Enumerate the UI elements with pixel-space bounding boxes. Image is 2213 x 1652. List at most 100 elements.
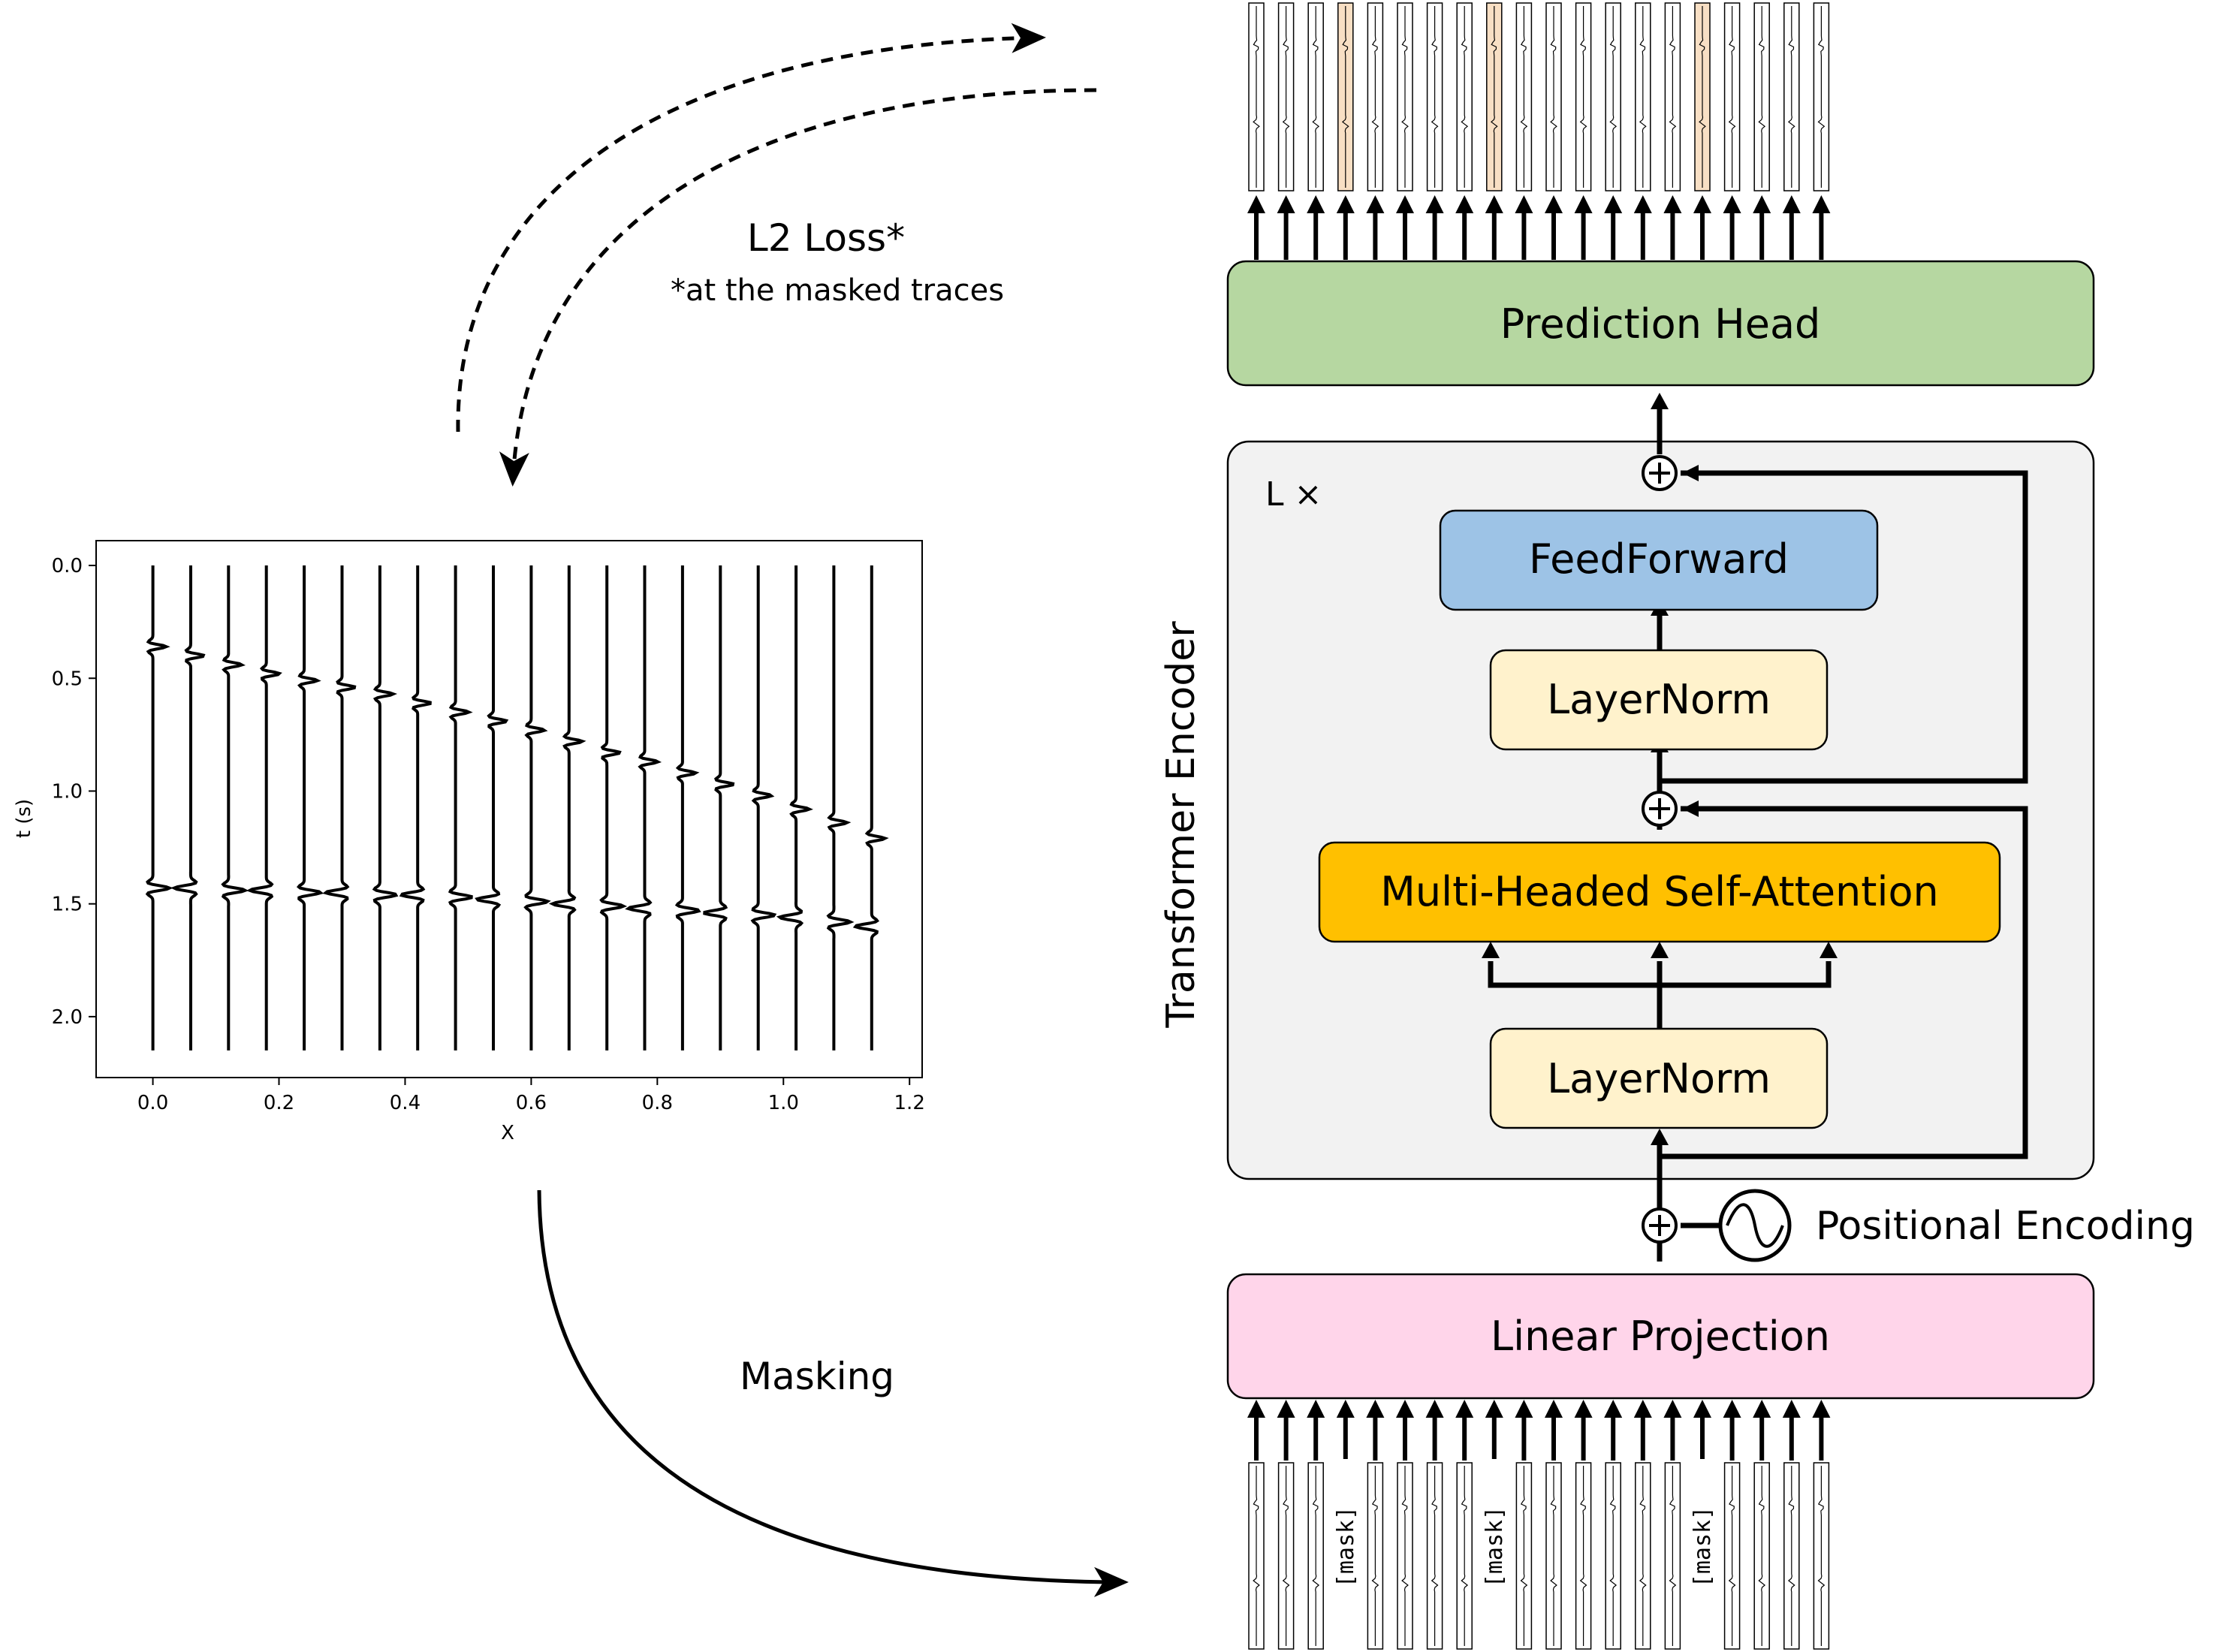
trace-token-wiggle xyxy=(1579,6,1587,188)
trace-token-wiggle xyxy=(1371,6,1379,188)
attention-label: Multi-Headed Self-Attention xyxy=(1380,868,1938,915)
trace-token-wiggle xyxy=(1758,6,1766,188)
seismic-trace xyxy=(221,565,249,1051)
trace-token-wiggle xyxy=(1550,6,1557,188)
output-arrowhead xyxy=(1277,195,1295,213)
trace-token-wiggle xyxy=(1669,1466,1677,1646)
encoder-label: Transformer Encoder xyxy=(1159,621,1204,1029)
seismic-trace xyxy=(826,565,855,1051)
input-arrowhead xyxy=(1574,1400,1593,1418)
positional-encoding: Positional Encoding xyxy=(1718,1189,2195,1262)
trace-token-wiggle xyxy=(1282,1466,1290,1646)
trace-token-wiggle xyxy=(1431,1466,1439,1646)
output-arrowhead xyxy=(1307,195,1325,213)
y-tick-label: 1.0 xyxy=(52,780,83,803)
trace-token-wiggle xyxy=(1461,6,1469,188)
output-arrowhead xyxy=(1485,195,1503,213)
input-arrowhead xyxy=(1693,1400,1711,1418)
input-arrowhead xyxy=(1633,1400,1652,1418)
trace-token-wiggle xyxy=(1787,6,1795,188)
output-arrowhead xyxy=(1812,195,1831,213)
output-arrowhead xyxy=(1336,195,1355,213)
input-arrowhead xyxy=(1545,1400,1563,1418)
x-tick-label: 0.8 xyxy=(642,1092,673,1114)
x-tick-label: 1.0 xyxy=(768,1092,799,1114)
output-arrowhead xyxy=(1396,195,1414,213)
trace-token-wiggle xyxy=(1461,1466,1469,1646)
input-arrowhead xyxy=(1663,1400,1682,1418)
output-arrowhead xyxy=(1574,195,1593,213)
output-arrowhead xyxy=(1782,195,1801,213)
trace-token-wiggle xyxy=(1550,1466,1557,1646)
trace-token-wiggle xyxy=(1490,6,1498,188)
trace-token-wiggle xyxy=(1728,1466,1736,1646)
trace-token-wiggle xyxy=(1609,6,1618,188)
trace-token-wiggle xyxy=(1787,1466,1795,1646)
masking-arrow xyxy=(537,1189,1129,1597)
input-trace-tokens: [mask][mask][mask] xyxy=(1247,1400,1831,1650)
trace-token-wiggle xyxy=(1758,1466,1766,1646)
mask-token: [mask] xyxy=(1333,1506,1359,1587)
input-arrowhead xyxy=(1782,1400,1801,1418)
block-prediction-head: Prediction Head xyxy=(1226,260,2095,387)
seismic-trace xyxy=(599,565,628,1051)
mask-token: [mask] xyxy=(1690,1506,1716,1587)
seismic-trace xyxy=(674,565,701,1051)
prediction-head-label: Prediction Head xyxy=(1500,300,1821,348)
y-axis-label: t (s) xyxy=(13,799,35,838)
trace-token-wiggle xyxy=(1639,6,1647,188)
trace-group xyxy=(145,565,889,1051)
y-tick-label: 0.5 xyxy=(52,668,83,690)
input-arrowhead xyxy=(1366,1400,1385,1418)
block-layernorm-top: LayerNorm xyxy=(1489,649,1829,751)
layernorm-top-label: LayerNorm xyxy=(1547,676,1771,723)
seismic-trace xyxy=(750,565,777,1051)
trace-token-wiggle xyxy=(1401,6,1409,188)
y-tick-label: 2.0 xyxy=(52,1006,83,1029)
seismic-trace xyxy=(475,565,509,1051)
output-arrowhead xyxy=(1515,195,1533,213)
output-arrowhead xyxy=(1366,195,1385,213)
seismic-trace xyxy=(145,565,173,1051)
trace-token-wiggle xyxy=(1639,1466,1647,1646)
loss-arrow-down xyxy=(499,88,1097,487)
seismic-trace xyxy=(372,565,399,1051)
seismic-trace xyxy=(170,565,206,1051)
x-tick-label: 1.2 xyxy=(894,1092,925,1114)
trace-token-wiggle xyxy=(1401,1466,1409,1646)
input-arrowhead xyxy=(1336,1400,1355,1418)
x-tick-label: 0.6 xyxy=(516,1092,547,1114)
plus-icons xyxy=(1649,463,1670,1236)
output-arrowhead xyxy=(1693,195,1711,213)
trace-token-wiggle xyxy=(1253,6,1260,188)
block-layernorm-bottom: LayerNorm xyxy=(1489,1027,1829,1129)
seismic-trace xyxy=(523,565,551,1051)
input-arrowhead xyxy=(1812,1400,1831,1418)
repeat-label: L × xyxy=(1265,475,1322,514)
seismic-trace xyxy=(776,565,813,1051)
trace-token-wiggle xyxy=(1579,1466,1587,1646)
y-axis: 0.00.51.01.52.0 xyxy=(52,555,96,1029)
loss-arrow-up xyxy=(456,23,1046,433)
layernorm-bottom-label: LayerNorm xyxy=(1547,1055,1771,1102)
seismic-trace xyxy=(246,565,282,1051)
seismic-trace xyxy=(448,565,473,1051)
input-arrowhead xyxy=(1485,1400,1503,1418)
seismic-trace xyxy=(322,565,357,1051)
trace-token-wiggle xyxy=(1312,1466,1320,1646)
linear-projection-label: Linear Projection xyxy=(1491,1313,1830,1360)
trace-token-wiggle xyxy=(1609,1466,1618,1646)
seismic-trace xyxy=(703,565,735,1051)
seismic-trace xyxy=(548,565,586,1051)
output-arrowhead xyxy=(1455,195,1474,213)
output-arrowhead xyxy=(1545,195,1563,213)
loss-note: *at the masked traces xyxy=(671,273,1004,308)
input-arrowhead xyxy=(1455,1400,1474,1418)
output-arrowhead xyxy=(1663,195,1682,213)
block-attention: Multi-Headed Self-Attention xyxy=(1318,841,2001,943)
y-tick-label: 1.5 xyxy=(52,894,83,916)
output-arrowhead xyxy=(1723,195,1741,213)
output-arrowhead xyxy=(1425,195,1444,213)
trace-token-wiggle xyxy=(1282,6,1290,188)
